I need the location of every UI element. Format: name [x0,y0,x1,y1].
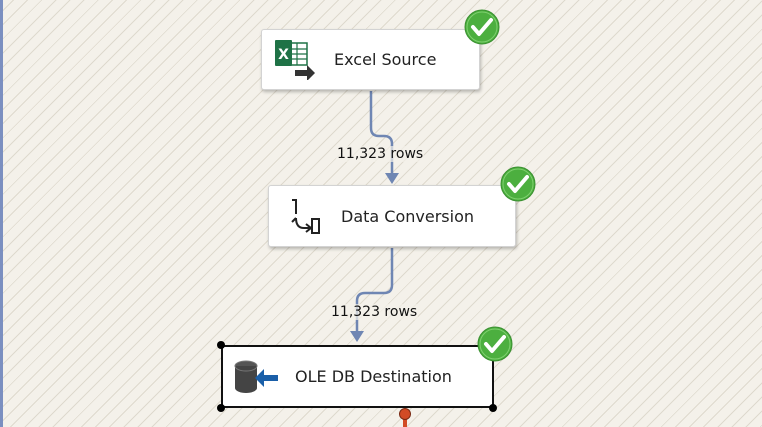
excel-source-label: Excel Source [334,50,437,69]
data-conversion-component[interactable]: Data Conversion [268,185,516,247]
flow-path-conversion-to-destination[interactable] [355,248,394,336]
error-output-port[interactable] [399,408,411,420]
resize-handle-bottom-left[interactable] [217,404,225,412]
canvas-left-border [0,0,3,427]
green-check-icon [477,326,513,362]
resize-handle-bottom-right[interactable] [489,404,497,412]
error-output-line [403,417,407,427]
flow-arrowhead-1 [385,173,399,184]
flow-arrowhead-2 [350,331,364,342]
flow-rows-label-1: 11,323 rows [336,146,425,162]
flow-rows-label-2: 11,323 rows [330,304,419,320]
green-check-icon [500,166,536,202]
database-destination-icon [231,352,281,402]
excel-icon: X [270,35,320,85]
ole-db-destination-label: OLE DB Destination [295,367,452,386]
svg-text:X: X [278,47,289,63]
data-conversion-label: Data Conversion [341,206,474,226]
excel-source-component[interactable]: X Excel Source [261,29,480,90]
green-check-icon [464,9,500,45]
flow-path-excel-to-conversion[interactable] [369,91,394,178]
ole-db-destination-component[interactable]: OLE DB Destination [221,345,494,408]
data-conversion-icon [277,191,327,241]
resize-handle-top-left[interactable] [217,341,225,349]
